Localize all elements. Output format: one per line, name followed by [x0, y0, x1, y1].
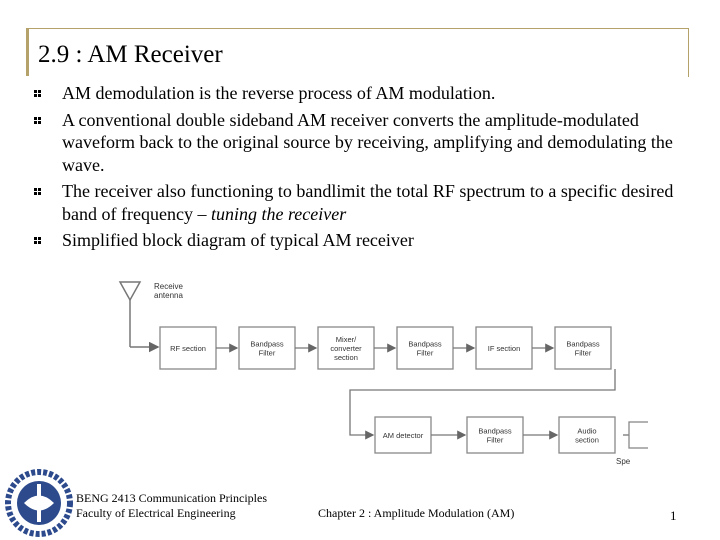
page-number: 1	[670, 508, 677, 523]
diagram-block-label: Bandpass	[408, 340, 442, 349]
diagram-block	[396, 326, 454, 370]
diagram-block	[317, 326, 375, 370]
speaker-label: Spe	[616, 457, 631, 466]
diagram-block-label: Mixer/	[336, 335, 357, 344]
diagram-block-label: Filter	[575, 349, 592, 358]
diagram-block-label: Audio	[577, 427, 596, 436]
diagram-block	[466, 416, 524, 454]
title-accent-bar	[26, 28, 29, 76]
diagram-block	[554, 326, 612, 370]
diagram-block	[238, 326, 296, 370]
bullet-item: AM demodulation is the reverse process o…	[34, 82, 694, 105]
antenna-icon	[118, 281, 160, 353]
square-bullet-icon	[34, 116, 41, 124]
diagram-block-label: Bandpass	[250, 340, 284, 349]
diagram-block-label: Filter	[487, 436, 504, 445]
diagram-block-label: RF section	[170, 344, 206, 353]
diagram-block	[374, 416, 432, 454]
diagram-block-label: IF section	[488, 344, 521, 353]
diagram-block-label: Filter	[259, 349, 276, 358]
bullet-text: The receiver also functioning to bandlim…	[62, 181, 674, 224]
diagram-block	[475, 326, 533, 370]
bullet-text: Simplified block diagram of typical AM r…	[62, 230, 414, 250]
square-bullet-icon	[34, 90, 41, 97]
diagram-block	[558, 416, 616, 454]
diagram-block-label: Filter	[417, 349, 434, 358]
bullet-text: AM demodulation is the reverse process o…	[62, 83, 496, 103]
diagram-block-label: AM detector	[383, 431, 424, 440]
square-bullet-icon	[34, 188, 41, 195]
title-frame	[28, 28, 689, 77]
bullet-item: A conventional double sideband AM receiv…	[34, 109, 694, 177]
footer-course: BENG 2413 Communication Principles	[76, 491, 267, 505]
antenna-label: Receive	[154, 282, 183, 291]
antenna-label: antenna	[154, 291, 183, 300]
footer-chapter: Chapter 2 : Amplitude Modulation (AM)	[318, 506, 515, 520]
diagram-block-label: section	[334, 353, 358, 362]
diagram-block-label: Bandpass	[566, 340, 600, 349]
speaker-icon	[628, 421, 648, 449]
bullet-item: Simplified block diagram of typical AM r…	[34, 229, 694, 252]
university-logo-icon	[5, 469, 73, 537]
bullet-list: AM demodulation is the reverse process o…	[34, 82, 694, 256]
footer-faculty: Faculty of Electrical Engineering	[76, 506, 236, 520]
square-bullet-icon	[34, 237, 41, 244]
diagram-block-label: section	[575, 436, 599, 445]
diagram-block-label: Bandpass	[478, 427, 512, 436]
diagram-block-label: converter	[330, 344, 362, 353]
slide-title: 2.9 : AM Receiver	[38, 41, 223, 68]
signal-connector	[349, 369, 616, 440]
bullet-text: A conventional double sideband AM receiv…	[62, 109, 673, 175]
bullet-item: The receiver also functioning to bandlim…	[34, 180, 694, 225]
bullet-italic-text: tuning the receiver	[210, 203, 347, 224]
